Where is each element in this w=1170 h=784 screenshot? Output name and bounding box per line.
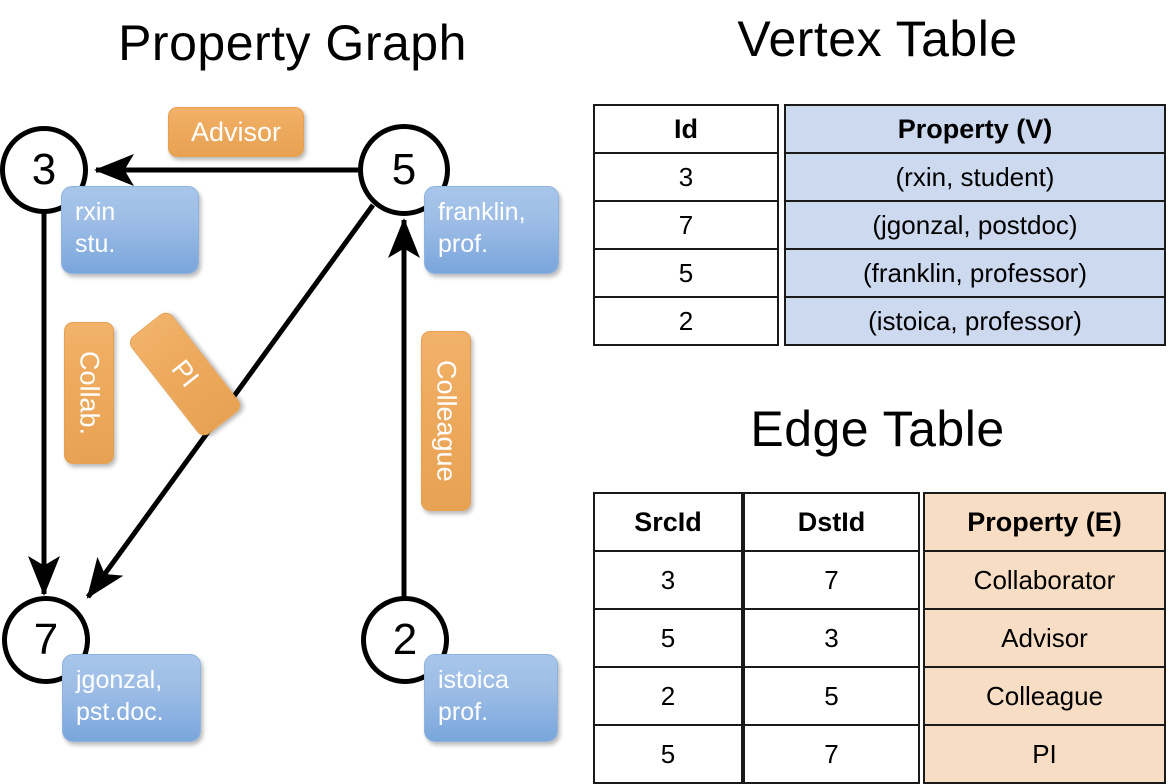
vertex-property-box-5[interactable]: franklin, prof.: [424, 186, 559, 274]
vertex-table-cell-id: 3: [593, 152, 779, 202]
vertex-table-cell-id: 7: [593, 200, 779, 250]
page-title-vertex-table: Vertex Table: [737, 11, 1018, 67]
edge-table-cell-property: Advisor: [923, 608, 1166, 668]
vertex-table-header-property: Property (V): [784, 104, 1166, 154]
edge-table-cell-dstid: 3: [743, 608, 920, 668]
edge-label-collab[interactable]: Collab.: [64, 322, 114, 464]
vertex-table-cell-property: (rxin, student): [784, 152, 1166, 202]
table-row[interactable]: (istoica, professor): [784, 296, 1166, 346]
table-header-row: SrcId: [593, 492, 743, 552]
edge-table-cell-srcid: 2: [593, 666, 743, 726]
table-row[interactable]: 5: [743, 666, 920, 726]
vertex-node-7-id: 7: [33, 615, 59, 664]
edge-label-advisor-text: Advisor: [190, 116, 282, 147]
table-row[interactable]: Advisor: [923, 608, 1166, 668]
edge-table-cell-dstid: 7: [743, 550, 920, 610]
edge-table-header-property: Property (E): [923, 492, 1166, 552]
property-graph-diagram: 3 5 7 2 rxin stu. franklin, prof. jgonza…: [0, 0, 585, 760]
edge-label-colleague-text: Colleague: [431, 360, 462, 482]
vertex-node-3-id: 3: [31, 145, 57, 194]
vertex-property-box-2-line1: istoica: [438, 666, 509, 694]
table-header-row: Property (V): [784, 104, 1166, 154]
table-header-row: Property (E): [923, 492, 1166, 552]
edge-table-cell-property: Collaborator: [923, 550, 1166, 610]
edge-table-cell-property: PI: [923, 724, 1166, 784]
edge-table-header-srcid: SrcId: [593, 492, 743, 552]
vertex-property-box-7-line2: pst.doc.: [76, 698, 164, 726]
vertex-table-cell-property: (istoica, professor): [784, 296, 1166, 346]
vertex-table-cell-property: (jgonzal, postdoc): [784, 200, 1166, 250]
table-row[interactable]: 3: [743, 608, 920, 668]
table-row[interactable]: Collaborator: [923, 550, 1166, 610]
vertex-property-box-3[interactable]: rxin stu.: [61, 186, 199, 274]
vertex-property-box-3-line2: stu.: [75, 230, 116, 258]
vertex-node-5[interactable]: 5: [358, 124, 450, 216]
vertex-table-cell-property: (franklin, professor): [784, 248, 1166, 298]
edge-table-dstid-column: DstId 7 3 5 7: [743, 492, 920, 784]
edge-label-collab-text: Collab.: [74, 350, 105, 436]
edge-table-cell-srcid: 5: [593, 608, 743, 668]
vertex-property-box-2[interactable]: istoica prof.: [424, 654, 558, 742]
table-row[interactable]: 7: [593, 200, 779, 250]
table-row[interactable]: (rxin, student): [784, 152, 1166, 202]
edge-table-srcid-column: SrcId 3 5 2 5: [593, 492, 743, 784]
edge-label-advisor[interactable]: Advisor: [168, 107, 304, 157]
table-header-row: DstId: [743, 492, 920, 552]
edge-table-cell-srcid: 3: [593, 550, 743, 610]
vertex-node-5-id: 5: [391, 145, 417, 194]
vertex-node-2-id: 2: [392, 615, 418, 664]
table-row[interactable]: 3: [593, 550, 743, 610]
edge-label-colleague[interactable]: Colleague: [421, 331, 471, 511]
vertex-property-box-5-line1: franklin,: [438, 198, 526, 226]
vertex-table-cell-id: 5: [593, 248, 779, 298]
table-row[interactable]: 5: [593, 608, 743, 668]
edge-table-cell-property: Colleague: [923, 666, 1166, 726]
table-row[interactable]: 3: [593, 152, 779, 202]
table-row[interactable]: 5: [593, 248, 779, 298]
edge-table-cell-dstid: 5: [743, 666, 920, 726]
page-title-edge-table: Edge Table: [750, 401, 1005, 457]
table-header-row: Id: [593, 104, 779, 154]
vertex-property-box-2-line2: prof.: [438, 698, 489, 726]
edge-table-cell-dstid: 7: [743, 724, 920, 784]
table-row[interactable]: 7: [743, 724, 920, 784]
vertex-property-box-7-line1: jgonzal,: [76, 666, 163, 694]
table-row[interactable]: (jgonzal, postdoc): [784, 200, 1166, 250]
page-title-property-graph: Property Graph: [118, 15, 467, 71]
table-row[interactable]: 7: [743, 550, 920, 610]
vertex-table-cell-id: 2: [593, 296, 779, 346]
table-row[interactable]: 2: [593, 666, 743, 726]
table-row[interactable]: 2: [593, 296, 779, 346]
edge-label-pi-text: PI: [165, 354, 206, 393]
table-row[interactable]: (franklin, professor): [784, 248, 1166, 298]
vertex-table-header-id: Id: [593, 104, 779, 154]
vertex-property-box-3-line1: rxin: [75, 198, 116, 226]
edge-table-cell-srcid: 5: [593, 724, 743, 784]
vertex-node-2[interactable]: 2: [361, 596, 449, 684]
vertex-table-id-column: Id 3 7 5 2: [593, 104, 779, 346]
vertex-property-box-7[interactable]: jgonzal, pst.doc.: [62, 654, 201, 742]
vertex-property-box-5-line2: prof.: [438, 230, 489, 258]
vertex-table-property-column: Property (V) (rxin, student) (jgonzal, p…: [784, 104, 1166, 346]
table-row[interactable]: PI: [923, 724, 1166, 784]
table-row[interactable]: 5: [593, 724, 743, 784]
table-row[interactable]: Colleague: [923, 666, 1166, 726]
edge-table-property-column: Property (E) Collaborator Advisor Collea…: [923, 492, 1166, 784]
edge-table-header-dstid: DstId: [743, 492, 920, 552]
